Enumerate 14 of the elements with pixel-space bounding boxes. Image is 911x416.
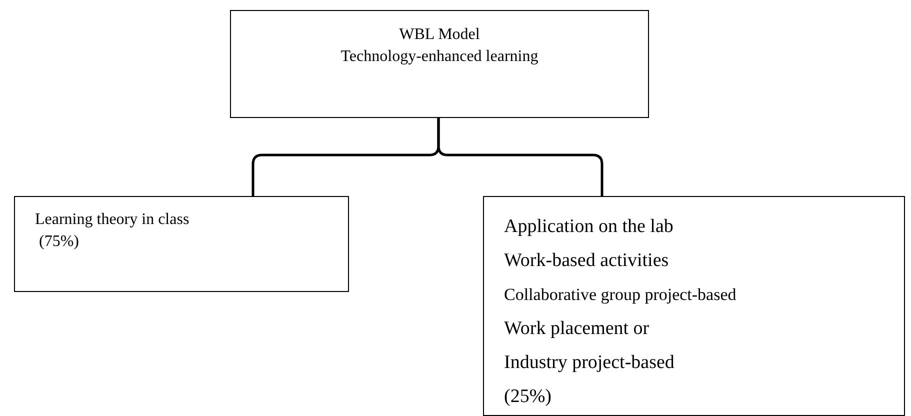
box-text: Work-based activities <box>504 249 670 273</box>
box-text: Industry project-based <box>504 351 676 375</box>
box-text: (75%) <box>38 232 80 252</box>
box-text: Learning theory in class <box>35 210 190 230</box>
box-text: Technology-enhanced learning <box>340 47 540 67</box>
box-text: (25%) <box>504 385 552 409</box>
box-text: Work placement or <box>504 317 650 341</box>
brace-connector <box>437 118 604 196</box>
text-box <box>483 196 905 416</box>
box-text: Application on the lab <box>504 215 674 239</box>
box-text: WBL Model <box>398 25 481 45</box>
box-text: Collaborative group project-based <box>504 284 738 306</box>
text-box <box>14 196 349 292</box>
text-box <box>230 10 649 118</box>
